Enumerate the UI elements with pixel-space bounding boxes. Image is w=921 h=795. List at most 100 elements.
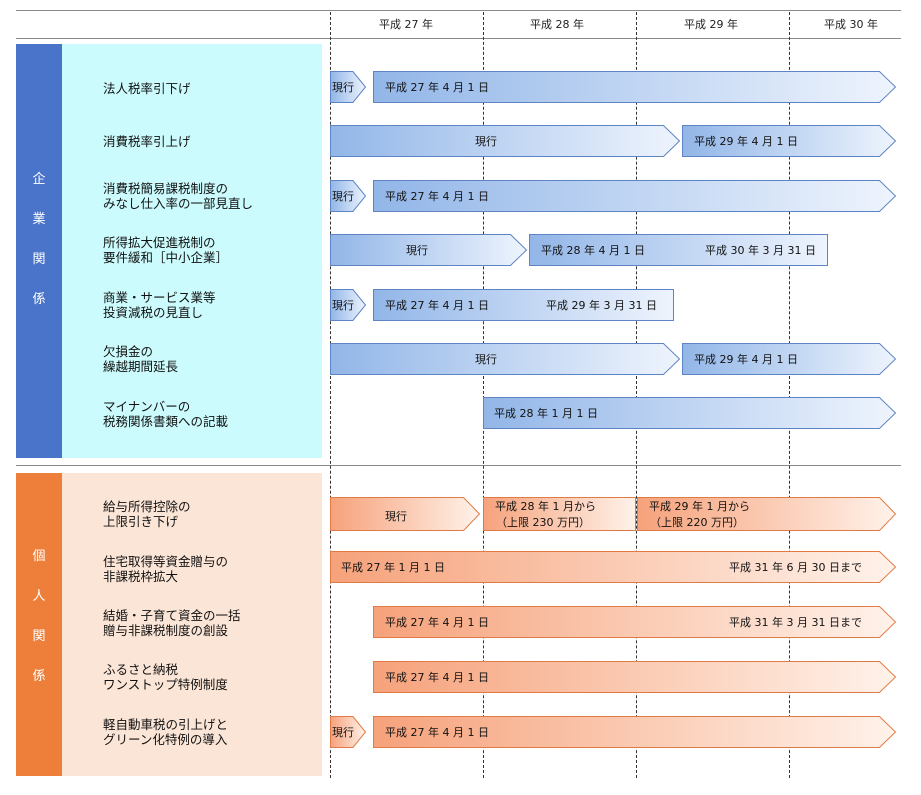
item-line: 投資減税の見直し: [103, 305, 204, 320]
bar-label-limit: （上限 230 万円）: [496, 516, 590, 529]
item-line: 消費税簡易課税制度の: [103, 181, 229, 196]
bar-label-start: 平成 29 年 4 月 1 日: [694, 135, 798, 148]
bar-loss-carryforward: [682, 343, 897, 375]
bar-label-current: 現行: [332, 81, 354, 94]
year-header-28: 平成 28 年: [530, 18, 584, 31]
item-line: 繰越期間延長: [103, 359, 179, 374]
bar-label-start: 平成 27 年 4 月 1 日: [385, 190, 489, 203]
bar-label-current: 現行: [406, 244, 428, 257]
item-line: 税務関係書類への記載: [103, 414, 229, 429]
bar-consumption-tax-raise: [682, 125, 897, 157]
personal-label-char-3: 関: [32, 629, 46, 644]
item-line: 上限引き下げ: [103, 514, 179, 529]
bar-label-start: 平成 28 年 1 月から: [495, 500, 596, 513]
bar-investment-tax: [373, 289, 674, 321]
item-line: 給与所得控除の: [103, 499, 191, 514]
personal-item-4: ふるさと納税ワンストップ特例制度: [103, 662, 228, 692]
bar-label-end: 平成 30 年 3 月 31 日: [705, 244, 816, 257]
item-line: ワンストップ特例制度: [103, 677, 228, 692]
year-line-30: [789, 12, 790, 778]
year-line-28: [483, 12, 484, 778]
bar-current: [330, 125, 681, 157]
personal-item-3: 結婚・子育て資金の一括贈与非課税制度の創設: [103, 608, 241, 638]
personal-items-panel: [62, 473, 322, 776]
bar-light-vehicle-tax: [373, 716, 897, 748]
bar-label-start: 平成 27 年 4 月 1 日: [385, 299, 489, 312]
bar-label-start: 平成 27 年 4 月 1 日: [385, 671, 489, 684]
bar-label-current: 現行: [385, 510, 407, 523]
bar-current: [330, 343, 681, 375]
bar-label-end: 平成 31 年 6 月 30 日まで: [729, 561, 862, 574]
bar-current: [330, 497, 481, 531]
bar-label-start: 平成 27 年 4 月 1 日: [385, 726, 489, 739]
bar-my-number: [483, 397, 897, 429]
bar-label-current: 現行: [332, 726, 354, 739]
bar-label-start: 平成 29 年 1 月から: [649, 500, 750, 513]
bar-label-end: 平成 31 年 3 月 31 日まで: [729, 616, 862, 629]
bar-label-current: 現行: [475, 353, 497, 366]
corporate-item-4: 所得拡大促進税制の要件緩和［中小企業］: [103, 235, 228, 265]
corporate-items-panel: [62, 44, 322, 458]
section-divider-line: [16, 465, 901, 466]
bar-label-current: 現行: [332, 299, 354, 312]
item-line: 欠損金の: [103, 344, 154, 359]
year-line-29: [636, 12, 637, 778]
bar-label-end: 平成 29 年 3 月 31 日: [546, 299, 657, 312]
item-line: 消費税率引上げ: [103, 134, 191, 149]
bar-current: [330, 289, 367, 321]
personal-label-char-1: 個: [32, 549, 46, 564]
item-line: 軽自動車税の引上げと: [103, 717, 229, 732]
bar-label-start: 平成 27 年 1 月 1 日: [341, 561, 445, 574]
corporate-item-2: 消費税率引上げ: [103, 134, 191, 149]
item-line: 非課税枠拡大: [103, 569, 179, 584]
corporate-item-1: 法人税率引下げ: [103, 81, 191, 96]
bar-current: [330, 716, 367, 748]
corporate-label-char-4: 係: [32, 292, 46, 307]
bar-housing-gift: [330, 551, 897, 583]
corporate-item-5: 商業・サービス業等投資減税の見直し: [103, 290, 216, 320]
bar-salary-deduction-step2: [637, 497, 897, 531]
item-line: ふるさと納税: [103, 662, 179, 677]
corporate-section-band: [16, 44, 62, 458]
item-line: 要件緩和［中小企業］: [103, 250, 229, 265]
personal-label-char-4: 係: [32, 669, 46, 684]
corporate-item-7: マイナンバーの税務関係書類への記載: [103, 399, 228, 429]
bar-current: [330, 180, 367, 212]
personal-item-5: 軽自動車税の引上げとグリーン化特例の導入: [103, 717, 228, 747]
bar-current: [330, 71, 367, 103]
corporate-item-6: 欠損金の繰越期間延長: [103, 344, 178, 374]
bar-label-start: 平成 27 年 4 月 1 日: [385, 616, 489, 629]
corporate-item-3: 消費税簡易課税制度のみなし仕入率の一部見直し: [103, 181, 253, 211]
item-line: 所得拡大促進税制の: [103, 235, 216, 250]
year-header-30: 平成 30 年: [824, 18, 878, 31]
item-line: マイナンバーの: [103, 399, 191, 414]
header-bottom-line: [16, 38, 901, 39]
personal-label-char-2: 人: [32, 589, 46, 604]
corporate-label-char-2: 業: [32, 212, 46, 227]
item-line: 法人税率引下げ: [103, 81, 191, 96]
bar-salary-deduction-step1: [483, 497, 636, 531]
personal-item-2: 住宅取得等資金贈与の非課税枠拡大: [103, 554, 228, 584]
bar-simplified-taxation: [373, 180, 897, 212]
bar-hometown-tax: [373, 661, 897, 693]
item-line: グリーン化特例の導入: [103, 732, 228, 747]
corporate-label-char-1: 企: [32, 172, 46, 187]
personal-item-1: 給与所得控除の上限引き下げ: [103, 499, 191, 529]
bar-label-start: 平成 28 年 1 月 1 日: [494, 407, 598, 420]
bar-label-start: 平成 29 年 4 月 1 日: [694, 353, 798, 366]
bar-label-start: 平成 28 年 4 月 1 日: [541, 244, 645, 257]
bar-income-expansion: [529, 234, 828, 266]
item-line: 贈与非課税制度の創設: [103, 623, 229, 638]
item-line: 商業・サービス業等: [103, 290, 216, 305]
bar-current: [330, 234, 528, 266]
corporate-label-char-3: 関: [32, 252, 46, 267]
bar-label-limit: （上限 220 万円）: [650, 516, 744, 529]
header-top-line: [16, 10, 901, 11]
bar-label-current: 現行: [475, 135, 497, 148]
bar-label-current: 現行: [332, 190, 354, 203]
bar-marriage-childcare: [373, 606, 897, 638]
bar-corporate-tax-cut: [373, 71, 897, 103]
year-line-27: [330, 12, 331, 778]
item-line: みなし仕入率の一部見直し: [103, 196, 254, 211]
item-line: 住宅取得等資金贈与の: [103, 554, 229, 569]
